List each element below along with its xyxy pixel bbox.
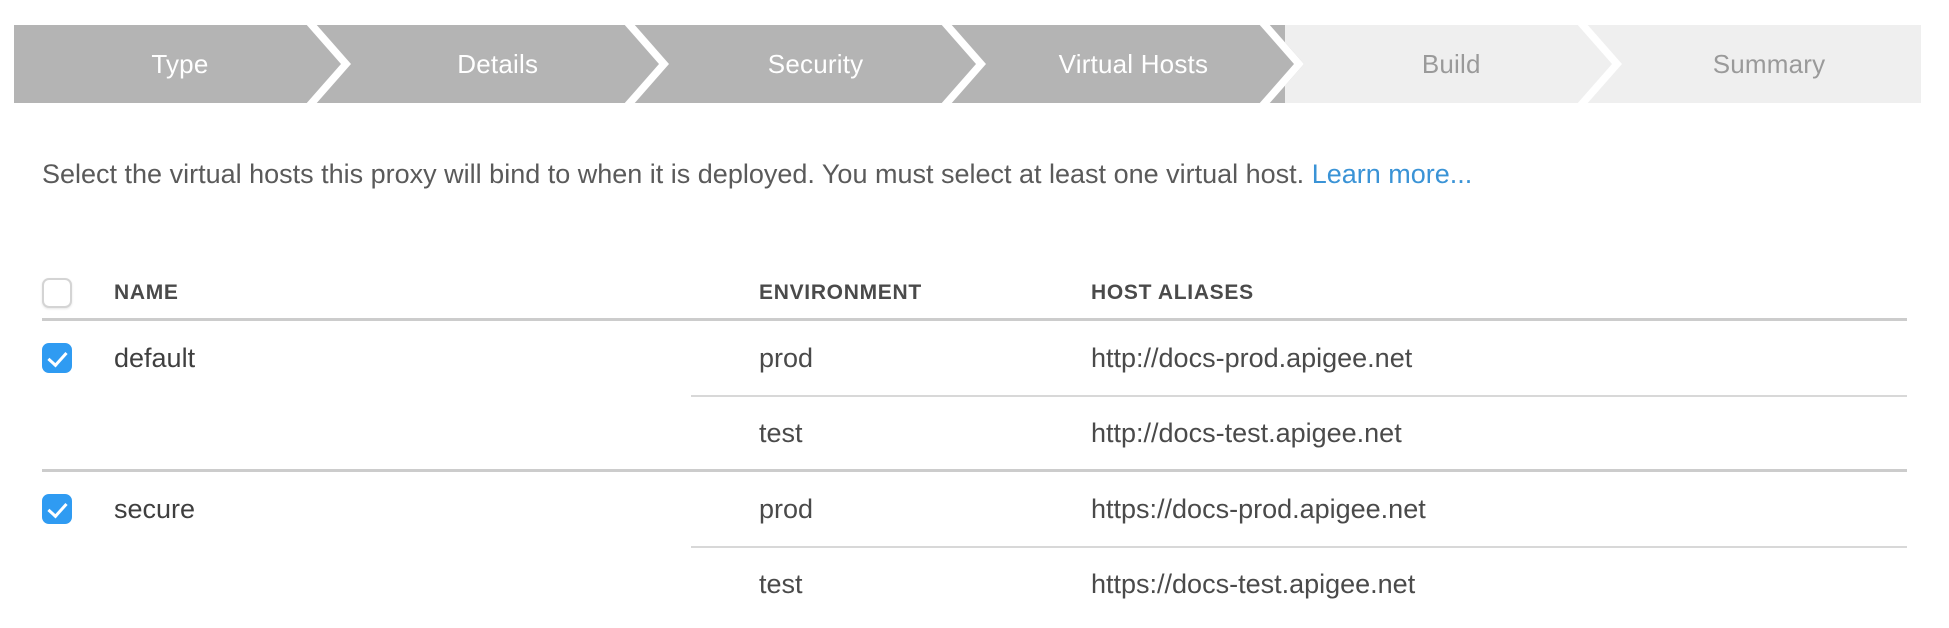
wizard-step-label: Summary bbox=[1712, 48, 1826, 79]
column-header-host-aliases: HOST ALIASES bbox=[1091, 281, 1254, 304]
row-checkbox-secure[interactable] bbox=[42, 494, 72, 524]
wizard-step-build[interactable]: Build bbox=[1285, 25, 1623, 103]
column-header-environment: ENVIRONMENT bbox=[759, 281, 922, 304]
column-header-name: NAME bbox=[114, 281, 179, 304]
cell-environment: prod bbox=[759, 342, 814, 373]
cell-host-alias: http://docs-prod.apigee.net bbox=[1091, 342, 1413, 373]
page-description: Select the virtual hosts this proxy will… bbox=[42, 158, 1472, 190]
row-select-cell bbox=[42, 343, 114, 373]
wizard-step-label: Details bbox=[457, 48, 539, 79]
cell-host-alias: https://docs-test.apigee.net bbox=[1091, 568, 1416, 599]
wizard-step-virtual-hosts[interactable]: Virtual Hosts bbox=[967, 25, 1305, 103]
cell-environment: test bbox=[759, 568, 803, 599]
wizard-step-security[interactable]: Security bbox=[649, 25, 987, 103]
table-row[interactable]: secure prod https://docs-prod.apigee.net bbox=[42, 472, 1907, 546]
wizard-steps: Type Details Security Virtual Hosts Buil… bbox=[14, 25, 1921, 103]
table-header-row: NAME ENVIRONMENT HOST ALIASES bbox=[42, 268, 1907, 318]
wizard-step-summary[interactable]: Summary bbox=[1603, 25, 1921, 103]
cell-environment: test bbox=[759, 417, 803, 448]
select-all-checkbox[interactable] bbox=[42, 278, 72, 308]
table-row[interactable]: default prod http://docs-prod.apigee.net bbox=[42, 321, 1907, 395]
virtual-hosts-table: NAME ENVIRONMENT HOST ALIASES default pr… bbox=[42, 268, 1907, 620]
wizard-step-label: Virtual Hosts bbox=[1058, 48, 1209, 79]
group-divider bbox=[42, 469, 1907, 472]
cell-environment: prod bbox=[759, 493, 814, 524]
sub-row-divider bbox=[691, 546, 1907, 548]
wizard-step-type[interactable]: Type bbox=[14, 25, 351, 103]
sub-row-divider bbox=[691, 395, 1907, 397]
cell-host-alias: http://docs-test.apigee.net bbox=[1091, 417, 1402, 448]
table-row[interactable]: test https://docs-test.apigee.net bbox=[42, 548, 1907, 620]
cell-host-alias: https://docs-prod.apigee.net bbox=[1091, 493, 1426, 524]
table-row[interactable]: test http://docs-test.apigee.net bbox=[42, 397, 1907, 469]
row-select-cell bbox=[42, 494, 114, 524]
select-all-cell bbox=[42, 278, 114, 308]
wizard-step-label: Type bbox=[151, 48, 209, 79]
wizard-step-details[interactable]: Details bbox=[331, 25, 669, 103]
wizard-step-label: Build bbox=[1421, 48, 1481, 79]
wizard-step-label: Security bbox=[767, 48, 864, 79]
description-text: Select the virtual hosts this proxy will… bbox=[42, 159, 1305, 189]
cell-name: secure bbox=[114, 493, 196, 524]
cell-name: default bbox=[114, 342, 196, 373]
header-divider bbox=[42, 318, 1907, 321]
learn-more-link[interactable]: Learn more... bbox=[1311, 159, 1473, 189]
row-checkbox-default[interactable] bbox=[42, 343, 72, 373]
